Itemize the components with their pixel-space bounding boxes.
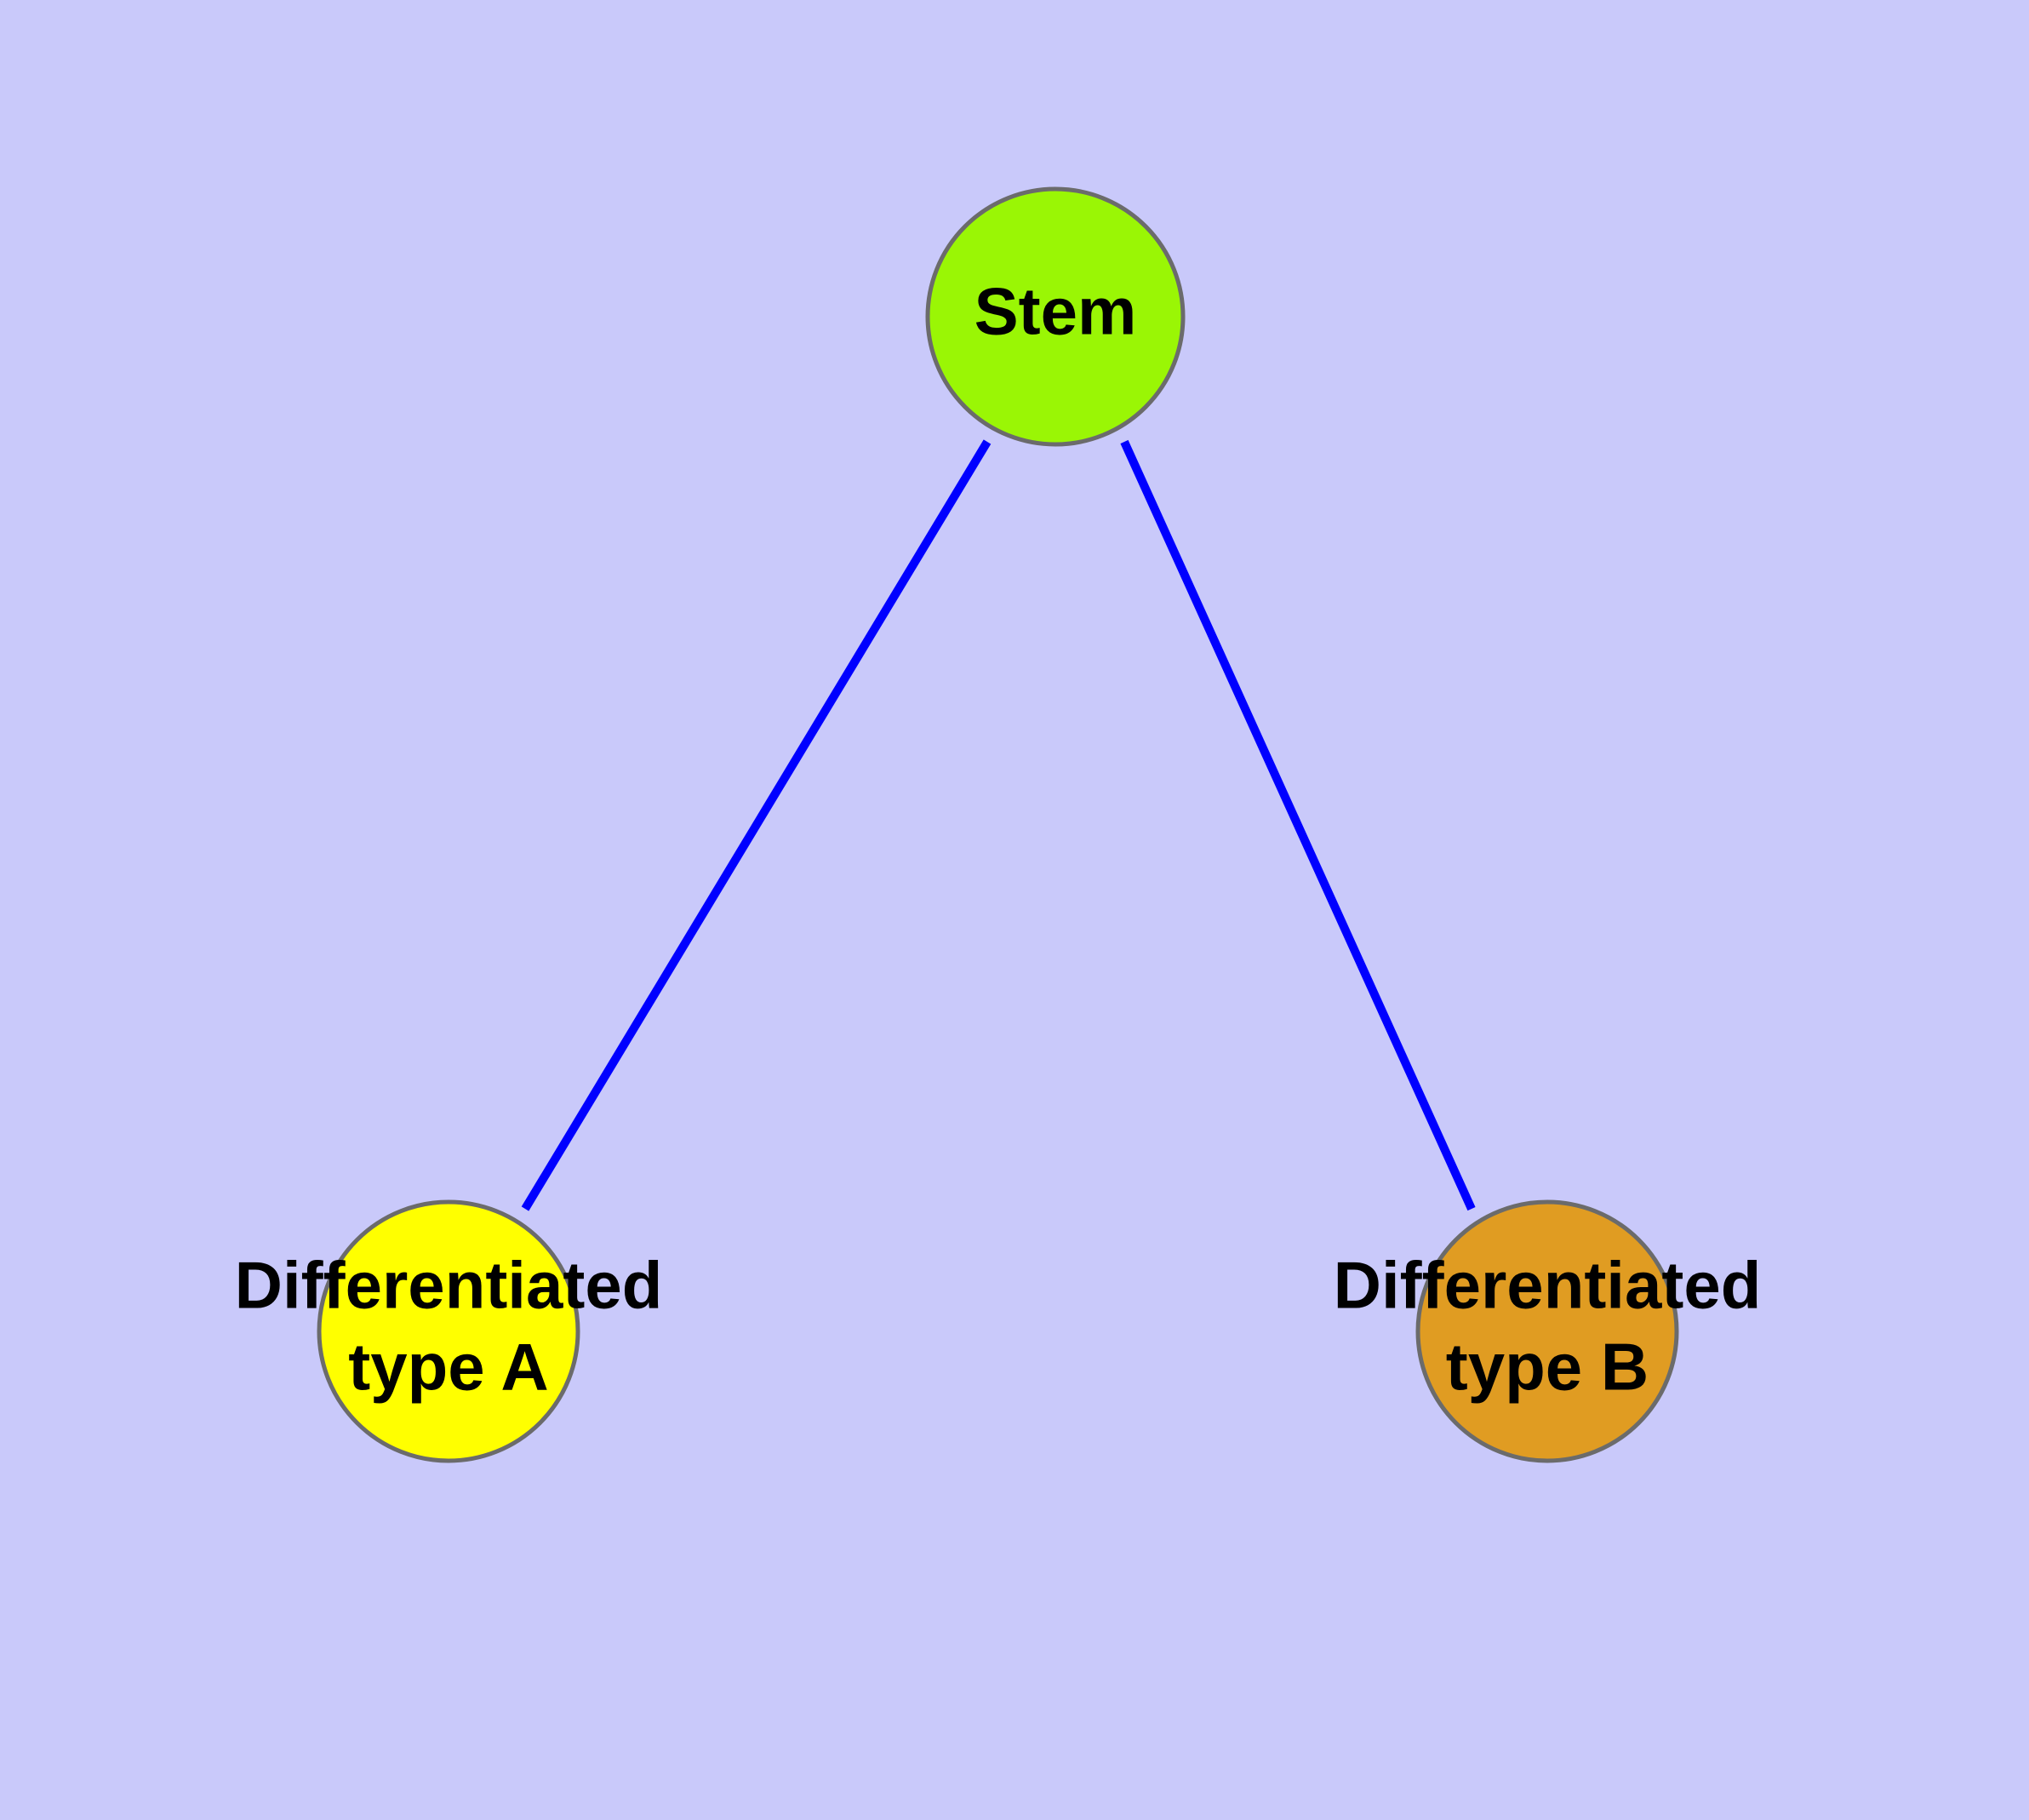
node-stem-circle[interactable]: [925, 186, 1186, 447]
nodes-layer: Stem Differentiated type A Differentiate…: [235, 186, 1762, 1463]
edge-stem-to-differentiated-type-b: [1120, 439, 1476, 1211]
node-differentiated-type-b-circle[interactable]: [1415, 1199, 1679, 1463]
node-differentiated-type-a-label-line1: Differentiated: [235, 1248, 663, 1323]
node-stem[interactable]: Stem: [925, 186, 1186, 447]
node-differentiated-type-a[interactable]: Differentiated type A: [235, 1199, 663, 1463]
node-differentiated-type-b-label-line1: Differentiated: [1334, 1248, 1762, 1323]
node-differentiated-type-a-label-line2: type A: [348, 1330, 549, 1405]
node-differentiated-type-b-label-line2: type B: [1446, 1330, 1649, 1405]
edges-layer: [521, 439, 1476, 1211]
edge-stem-to-differentiated-type-a: [521, 439, 992, 1211]
node-differentiated-type-b[interactable]: Differentiated type B: [1334, 1199, 1762, 1463]
node-stem-label: Stem: [974, 274, 1137, 349]
node-differentiated-type-a-circle[interactable]: [317, 1199, 580, 1463]
